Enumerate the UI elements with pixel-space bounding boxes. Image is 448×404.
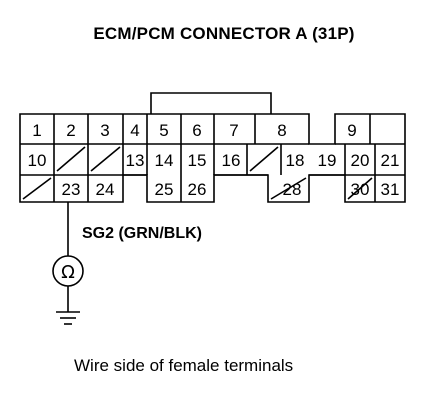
pin-14: 14 bbox=[155, 151, 174, 170]
pin-23: 23 bbox=[62, 180, 81, 199]
pin-16: 16 bbox=[222, 151, 241, 170]
empty-cavity-mark bbox=[56, 146, 86, 172]
pin-26: 26 bbox=[188, 180, 207, 199]
pin-20: 20 bbox=[351, 151, 370, 170]
pin-6: 6 bbox=[192, 121, 201, 140]
diagram-title: ECM/PCM CONNECTOR A (31P) bbox=[93, 24, 355, 43]
empty-cavity-mark bbox=[249, 146, 279, 172]
pin-21: 21 bbox=[381, 151, 400, 170]
pin-8: 8 bbox=[277, 121, 286, 140]
empty-cavity-mark bbox=[270, 177, 307, 200]
pin-3: 3 bbox=[100, 121, 109, 140]
pin-4: 4 bbox=[130, 121, 139, 140]
pin-30: 30 bbox=[351, 180, 370, 199]
pin-2: 2 bbox=[66, 121, 75, 140]
pin-10: 10 bbox=[28, 151, 47, 170]
connector-lock-tab bbox=[150, 92, 272, 114]
pin-15: 15 bbox=[188, 151, 207, 170]
empty-cavity-mark bbox=[22, 177, 52, 200]
ohmmeter-icon: Ω bbox=[52, 255, 84, 287]
pin-5: 5 bbox=[159, 121, 168, 140]
pin-28: 28 bbox=[283, 180, 302, 199]
empty-cavity-mark bbox=[90, 146, 121, 172]
pin-18: 18 bbox=[286, 151, 305, 170]
diagram-caption: Wire side of female terminals bbox=[74, 356, 294, 375]
ohm-symbol: Ω bbox=[61, 262, 75, 283]
pin-7: 7 bbox=[229, 121, 238, 140]
empty-cavity-mark bbox=[347, 177, 373, 200]
pin-1: 1 bbox=[32, 121, 41, 140]
pin-9: 9 bbox=[347, 121, 356, 140]
pin-19: 19 bbox=[318, 151, 337, 170]
wire-label: SG2 (GRN/BLK) bbox=[82, 225, 202, 242]
pin-24: 24 bbox=[96, 180, 115, 199]
pin-25: 25 bbox=[155, 180, 174, 199]
pin-13: 13 bbox=[126, 151, 145, 170]
pin-31: 31 bbox=[381, 180, 400, 199]
ground-icon bbox=[56, 311, 80, 325]
